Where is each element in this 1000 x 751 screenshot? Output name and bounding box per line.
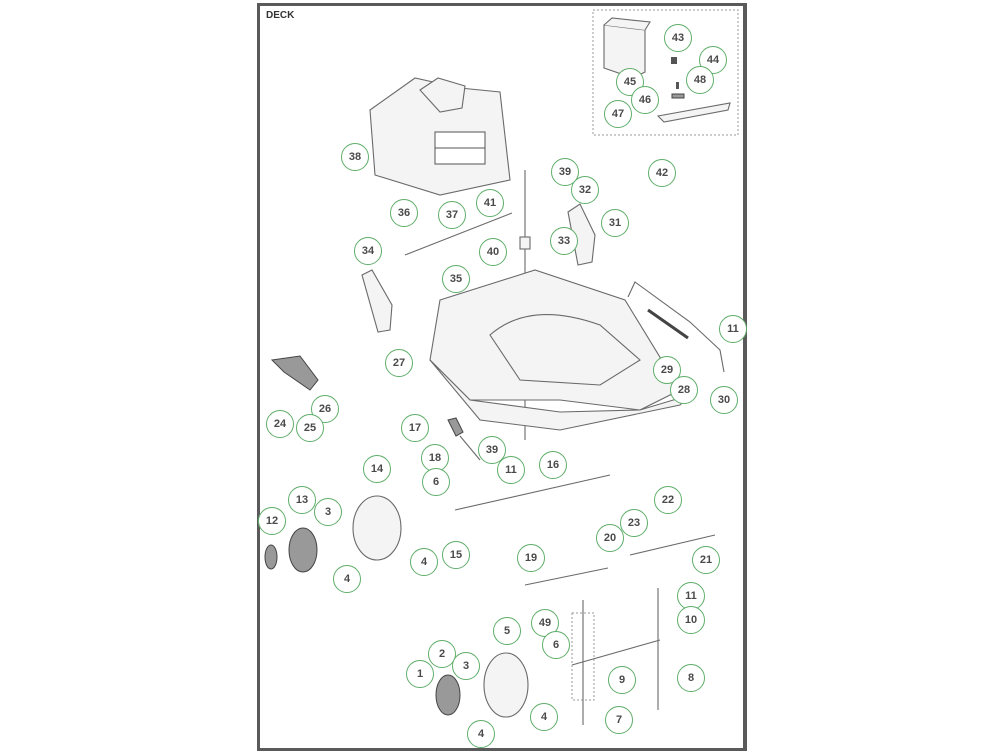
part-handle-bar (627, 281, 725, 373)
callout-32[interactable]: 32 (571, 176, 599, 204)
callout-43[interactable]: 43 (664, 24, 692, 52)
callout-46[interactable]: 46 (631, 86, 659, 114)
part-hubcap (288, 527, 318, 573)
part-clip (671, 57, 677, 64)
part-deck-housing (429, 269, 691, 431)
callout-11-b[interactable]: 11 (497, 456, 525, 484)
part-rear-wheel (352, 495, 402, 561)
callout-11-c[interactable]: 11 (677, 582, 705, 610)
callout-31[interactable]: 31 (601, 209, 629, 237)
callout-19[interactable]: 19 (517, 544, 545, 572)
part-lever-plate-left (361, 269, 393, 333)
callout-47[interactable]: 47 (604, 100, 632, 128)
callout-41[interactable]: 41 (476, 189, 504, 217)
part-rod-lower (524, 567, 609, 586)
callout-4-b[interactable]: 4 (333, 565, 361, 593)
part-rod-right (629, 534, 716, 556)
part-bolt (676, 82, 679, 89)
callout-7[interactable]: 7 (605, 706, 633, 734)
callout-24[interactable]: 24 (266, 410, 294, 438)
callout-26[interactable]: 26 (311, 395, 339, 423)
callout-27[interactable]: 27 (385, 349, 413, 377)
callout-22[interactable]: 22 (654, 486, 682, 514)
part-cap (264, 544, 278, 570)
part-washer (671, 93, 685, 99)
part-spring (647, 308, 689, 340)
callout-28[interactable]: 28 (670, 376, 698, 404)
callout-4-c[interactable]: 4 (530, 703, 558, 731)
callout-48[interactable]: 48 (686, 66, 714, 94)
callout-13[interactable]: 13 (288, 486, 316, 514)
callout-42[interactable]: 42 (648, 159, 676, 187)
callout-6[interactable]: 6 (422, 468, 450, 496)
callout-4[interactable]: 4 (410, 548, 438, 576)
callout-9[interactable]: 9 (608, 666, 636, 694)
callout-2[interactable]: 2 (428, 640, 456, 668)
part-front-axle (571, 639, 661, 666)
callout-40[interactable]: 40 (479, 238, 507, 266)
callout-25[interactable]: 25 (296, 414, 324, 442)
callout-4-d[interactable]: 4 (467, 720, 495, 748)
part-rod (404, 212, 513, 256)
part-front-hubcap (435, 674, 461, 716)
part-axle (454, 474, 611, 511)
callout-29[interactable]: 29 (653, 356, 681, 384)
callout-38[interactable]: 38 (341, 143, 369, 171)
part-bracket (519, 236, 531, 250)
callout-34[interactable]: 34 (354, 237, 382, 265)
part-front-wheel (483, 652, 529, 718)
callout-35[interactable]: 35 (442, 265, 470, 293)
callout-6-b[interactable]: 6 (542, 631, 570, 659)
callout-12[interactable]: 12 (258, 507, 286, 535)
part-top-cover (369, 77, 511, 196)
callout-10[interactable]: 10 (677, 606, 705, 634)
part-knob (447, 417, 464, 437)
callout-30[interactable]: 30 (710, 386, 738, 414)
callout-3[interactable]: 3 (314, 498, 342, 526)
callout-1[interactable]: 1 (406, 660, 434, 688)
callout-33[interactable]: 33 (550, 227, 578, 255)
callout-20[interactable]: 20 (596, 524, 624, 552)
callout-14[interactable]: 14 (363, 455, 391, 483)
callout-11[interactable]: 11 (719, 315, 747, 343)
diagram-title: DECK (266, 10, 295, 21)
part-side-guard (270, 355, 319, 391)
callout-23[interactable]: 23 (620, 509, 648, 537)
kit-group-outline (592, 9, 739, 136)
callout-21[interactable]: 21 (692, 546, 720, 574)
part-lever-plate-right (567, 203, 596, 266)
callout-37[interactable]: 37 (438, 201, 466, 229)
callout-3-b[interactable]: 3 (452, 652, 480, 680)
part-mulch-plug (603, 17, 651, 79)
callout-17[interactable]: 17 (401, 414, 429, 442)
callout-8[interactable]: 8 (677, 664, 705, 692)
callout-16[interactable]: 16 (539, 451, 567, 479)
callout-36[interactable]: 36 (390, 199, 418, 227)
callout-49[interactable]: 49 (531, 609, 559, 637)
part-blade (656, 102, 731, 123)
callout-5[interactable]: 5 (493, 617, 521, 645)
part-lever (459, 435, 481, 461)
callout-15[interactable]: 15 (442, 541, 470, 569)
